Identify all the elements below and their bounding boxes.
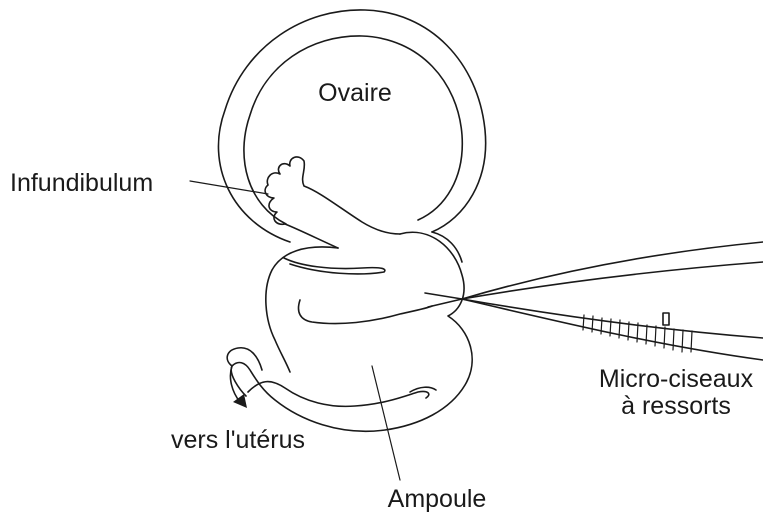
micro-scissors (425, 242, 763, 360)
scissors-label-line-1: Micro-ciseaux (599, 365, 754, 393)
scissors-upper-arm-lower-edge (462, 262, 763, 299)
scissors-upper-arm (462, 242, 763, 299)
ampulla-leader-line (372, 366, 400, 480)
scissors-blade-tips (425, 293, 462, 307)
infundibulum-label: Infundibulum (10, 169, 153, 197)
infundibulum-fimbriae (265, 157, 400, 248)
ovary (218, 10, 485, 242)
tube-outer-contour (231, 232, 472, 431)
ampulla-tube (231, 232, 472, 431)
ovary-inner-contour (244, 36, 462, 224)
tube-inner-fold-middle (299, 300, 433, 324)
scissors-lower-arm (462, 299, 763, 338)
ovary-label: Ovaire (318, 79, 392, 107)
tube-left-loop (266, 247, 338, 372)
ovary-outer-contour (218, 10, 485, 242)
scissors-label-line-2: à ressorts (621, 392, 731, 420)
ampulla-label: Ampoule (388, 485, 487, 513)
towards-uterus-label: vers l'utérus (171, 426, 305, 454)
scissors-lower-arm-lower-edge (462, 299, 763, 360)
scissors-stop-tab (663, 313, 669, 325)
tube-inner-fold-upper (284, 258, 385, 274)
tube-lower-contour (248, 382, 429, 407)
